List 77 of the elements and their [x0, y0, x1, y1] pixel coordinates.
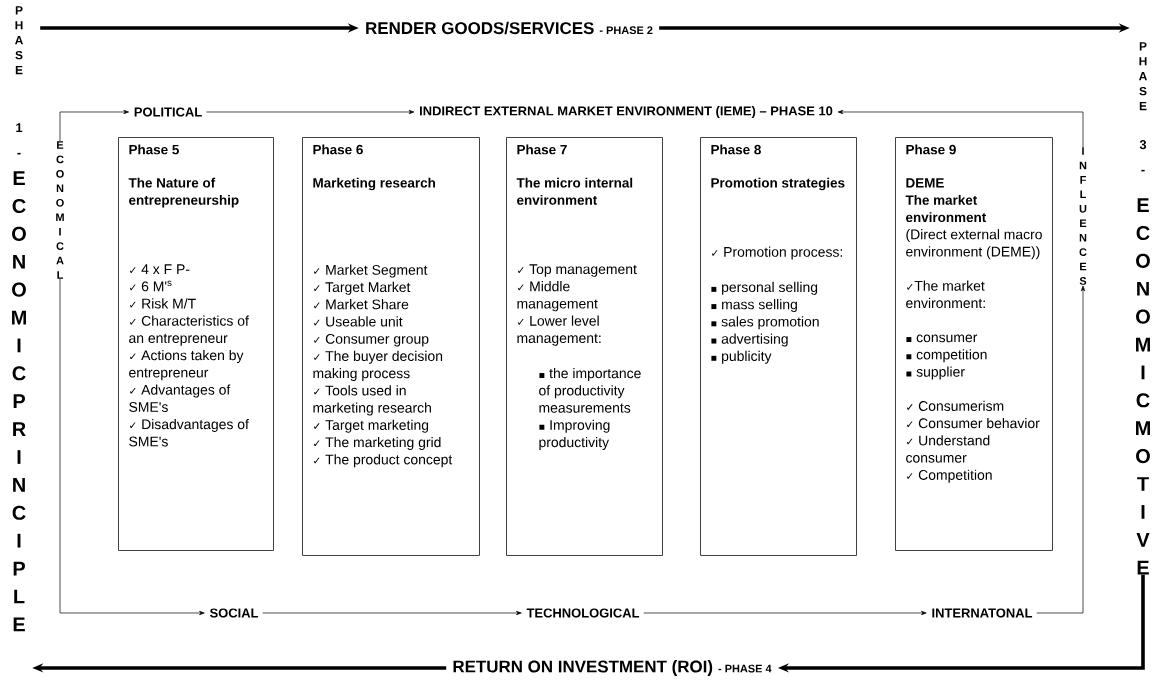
phase-title: Marketing research	[313, 177, 435, 191]
phase-title: The micro internal environment	[516, 177, 633, 205]
list-item: ✓ Understand consumer	[906, 435, 990, 463]
environment-label: INDIRECT EXTERNAL MARKET ENVIRONMENT (IEME) – PHASE 10	[420, 105, 833, 119]
list-item: ▪ competition	[906, 349, 987, 363]
arrow	[59, 109, 129, 142]
list-item: ✓ Actions taken by entrepreneur	[129, 350, 244, 381]
phase-title: The market environment	[905, 194, 987, 223]
list-item: ✓ 6 M'$^{s}$	[130, 280, 172, 292]
phase-box	[895, 137, 1053, 551]
list-item: ▪ personal selling	[711, 281, 818, 295]
list-item: ✓ Consumer behavior	[907, 417, 1040, 429]
list-item: ✓ Risk M/T	[130, 298, 196, 309]
influence-label: TECHNOLOGICAL	[526, 608, 640, 618]
phase-box	[302, 137, 480, 556]
list-item: ✓ The product concept	[314, 454, 453, 468]
list-item: ✓ Competition	[907, 469, 992, 483]
list-item: ✓The market environment:	[906, 280, 985, 309]
list-item: ✓ Promotion process:	[712, 246, 842, 260]
arrow	[837, 109, 1084, 148]
list-item: ✓ Characteristics of an entrepreneur	[129, 315, 249, 346]
list-item: ▪ publicity	[711, 350, 772, 364]
vertical-label: ECONOMICAL	[56, 141, 64, 279]
phase-box	[700, 137, 857, 556]
arrow	[59, 278, 205, 616]
list-item: ▪ the importance of productivity measurements	[539, 368, 641, 413]
list-item: ▪ supplier	[906, 366, 965, 380]
phase-heading: Phase 9	[906, 144, 956, 155]
list-item: ✓ The buyer decision making process	[313, 350, 443, 381]
arrow	[206, 109, 415, 115]
description-text: (Direct external macro environment (DEME))	[906, 229, 1042, 260]
phase-title: DEME	[906, 178, 944, 188]
influence-label: POLITICAL	[134, 107, 202, 117]
phase-box	[118, 137, 274, 551]
list-item: ✓ Consumerism	[907, 400, 1004, 411]
phase-heading: Phase 6	[313, 144, 363, 155]
vertical-label: INFLUENCES	[1079, 147, 1087, 285]
phase-box	[506, 137, 663, 556]
list-item: ✓ Disadvantages of SME's	[129, 418, 249, 447]
vertical-label: 3 -	[1139, 140, 1147, 172]
vertical-label: ECONOMIC PRINCIPLE	[12, 171, 26, 632]
list-item: ▪ Improving productivity	[539, 419, 610, 450]
list-item: ✓ Useable unit	[314, 316, 403, 327]
arrow	[643, 610, 927, 616]
phase-heading: Phase 5	[129, 144, 179, 155]
list-item: ✓ Market Share	[314, 299, 409, 310]
list-item: ✓ Target Market	[314, 281, 411, 295]
phase-label: - PHASE 4	[718, 664, 772, 673]
list-item: ✓ Middle management	[517, 281, 598, 312]
list-item: ▪ consumer	[906, 334, 978, 343]
phase-heading: Phase 8	[711, 144, 761, 155]
vertical-label: PHASE	[1139, 42, 1147, 111]
phase-title: The Nature of entrepreneurship	[128, 177, 239, 208]
influence-label: INTERNATONAL	[932, 608, 1033, 618]
phase-label: - PHASE 2	[599, 26, 653, 35]
list-item: ✓ Lower level management:	[517, 315, 601, 346]
list-item: ✓ Market Segment	[314, 264, 428, 278]
list-item: ▪ mass selling	[711, 299, 797, 313]
influence-label: SOCIAL	[209, 608, 259, 618]
list-item: ✓ Target marketing	[314, 419, 429, 433]
list-item: ▪ advertising	[711, 333, 788, 347]
list-item: ✓ 4 x F P-	[130, 264, 190, 274]
list-item: ✓ Tools used in marketing research	[313, 385, 431, 416]
flow-label: RETURN ON INVESTMENT (ROI)	[453, 660, 713, 676]
arrow	[262, 610, 522, 616]
vertical-label: PHASE	[15, 6, 23, 75]
list-item: ▪ sales promotion	[711, 316, 819, 330]
vertical-label: ECONOMIC MOTIVE	[1136, 198, 1150, 575]
flow-label: RENDER GOODS/SERVICES	[366, 21, 594, 35]
phase-title: Promotion strategies	[711, 177, 845, 191]
list-item: ✓ The marketing grid	[314, 436, 441, 450]
phase-heading: Phase 7	[517, 144, 567, 155]
list-item: ✓ Advantages of SME's	[129, 384, 231, 412]
vertical-label: 1 -	[16, 123, 23, 155]
arrow	[1036, 285, 1086, 614]
list-item: ✓ Top management	[518, 264, 637, 277]
list-item: ✓ Consumer group	[314, 333, 429, 347]
